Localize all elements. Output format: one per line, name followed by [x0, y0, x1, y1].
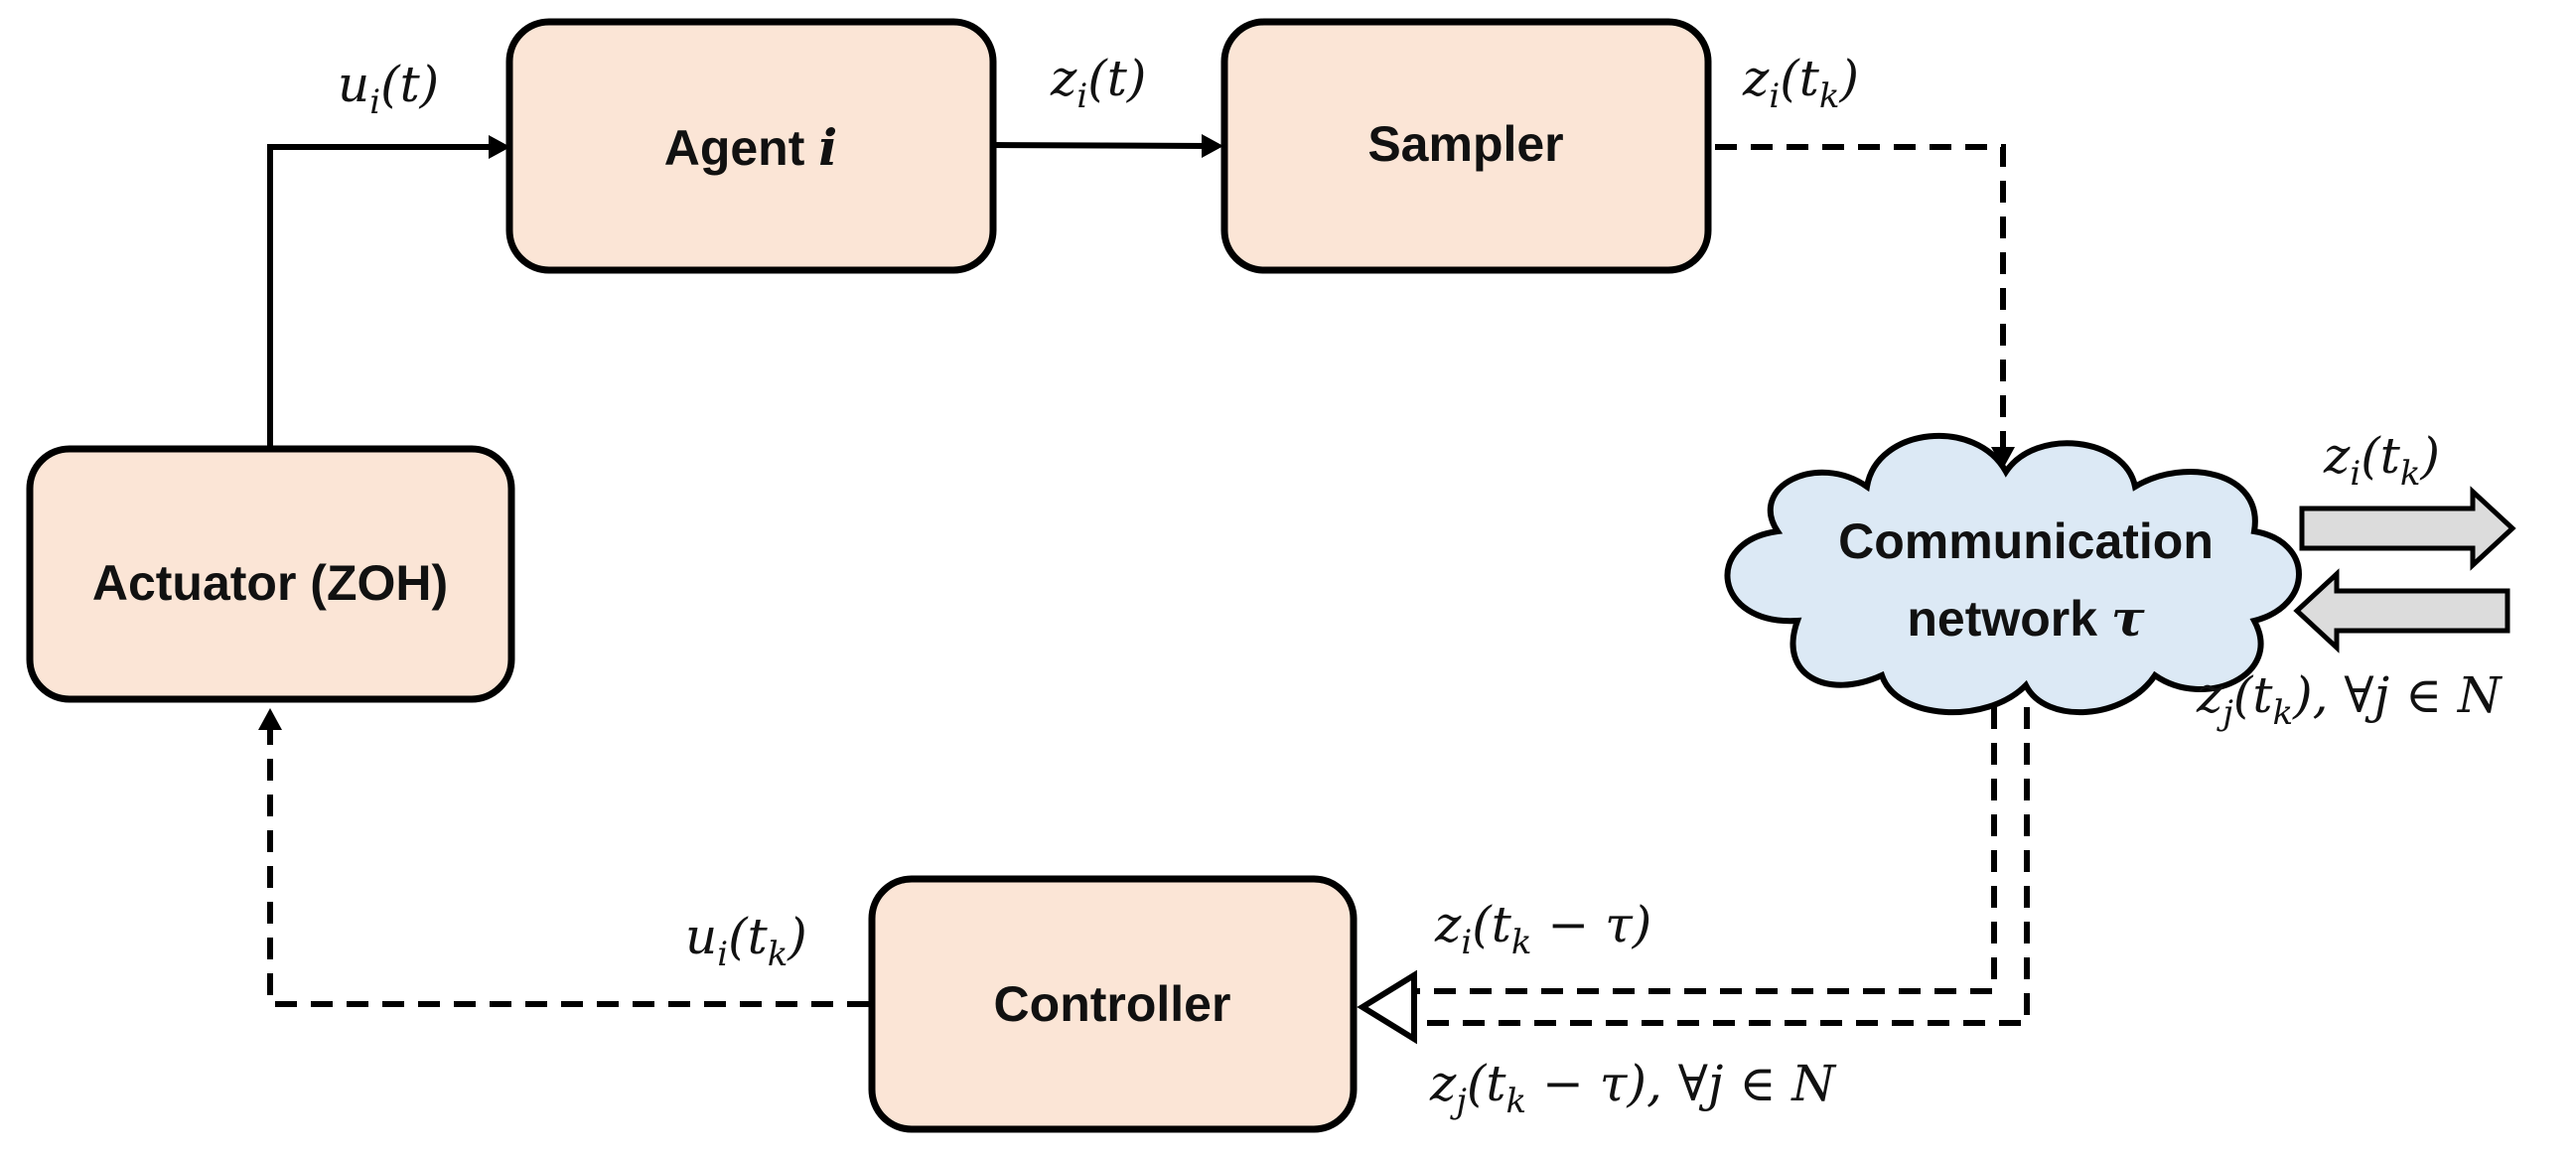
- external-in-arrow: [2293, 568, 2510, 653]
- cloud-shape: [1724, 432, 2302, 716]
- sampler-to-network-arrowhead: [1991, 447, 2015, 469]
- cloud-line-1: Communication: [1838, 513, 2214, 569]
- sampler-block: [1220, 18, 1712, 274]
- agent-block: [505, 18, 997, 274]
- controller-label: Controller: [994, 976, 1231, 1032]
- agent-to-sampler-arrowhead: [1202, 134, 1223, 158]
- agent-to-sampler-line: [992, 142, 1210, 149]
- sampler-to-network-line: [1715, 144, 2006, 455]
- label-u-i-t: ui(t): [338, 56, 439, 122]
- network-to-controller-arrowhead: [1357, 969, 1417, 1045]
- actuator-block: [26, 445, 515, 703]
- label-u-i-tk: ui(tk): [685, 908, 807, 974]
- label-z-i-tk-right: zi(tk): [2323, 427, 2440, 494]
- label-z-i-t: zi(t): [1050, 50, 1146, 116]
- label-z-j-tk-right: zj(tk), ∀j ∈ N: [2196, 666, 2504, 733]
- controller-to-actuator-line: [267, 723, 869, 1007]
- actuator-label: Actuator (ZOH): [92, 555, 448, 611]
- label-z-i-tk-top: zi(tk): [1742, 50, 1859, 116]
- label-z-i-tk-tau: zi(tk − τ): [1434, 896, 1651, 962]
- actuator-to-agent-arrowhead: [489, 135, 510, 159]
- sampler-label: Sampler: [1367, 116, 1563, 172]
- label-z-j-tk-tau: zj(tk − τ), ∀j ∈ N: [1429, 1055, 1837, 1121]
- external-out-arrow: [2299, 486, 2516, 571]
- network-to-controller-line-outer: [1405, 707, 2030, 1026]
- communication-network-cloud: Communication network τ: [1724, 432, 2302, 716]
- agent-label: Agent i: [664, 118, 838, 177]
- controller-to-actuator-arrowhead: [258, 708, 282, 730]
- cloud-line-2: network τ: [1907, 589, 2145, 648]
- controller-block: [868, 875, 1358, 1133]
- actuator-to-agent-line: [267, 144, 497, 450]
